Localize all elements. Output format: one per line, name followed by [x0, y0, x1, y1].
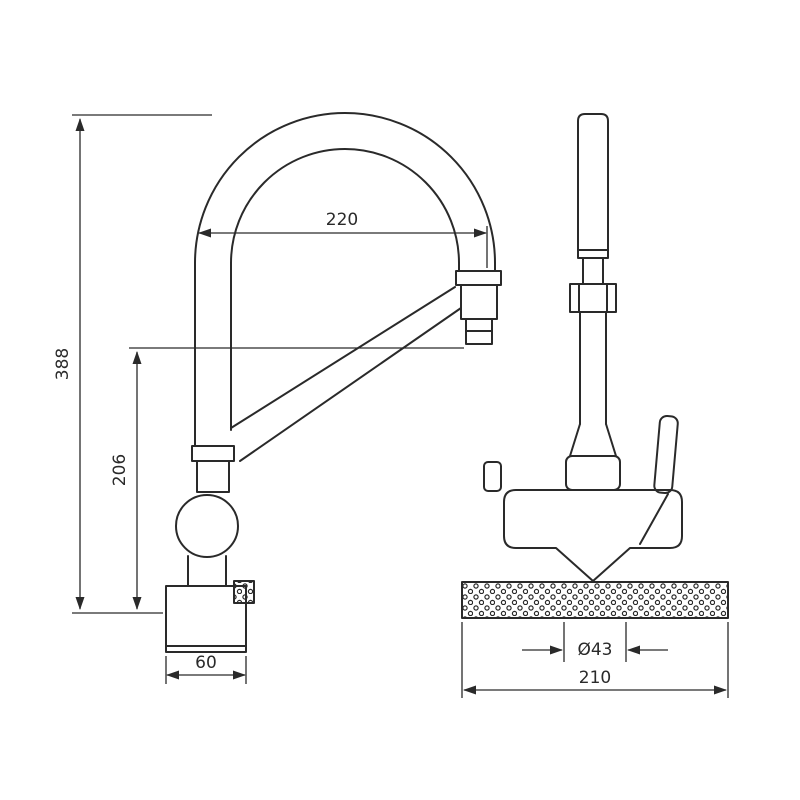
riser-pipe — [194, 262, 232, 447]
connector-nut — [569, 283, 617, 313]
side-view — [165, 112, 502, 653]
dim-label-base-width: 60 — [195, 653, 217, 673]
gooseneck-outer-arc — [194, 112, 496, 264]
dimension-labels: 220 388 206 60 Ø43 210 — [53, 210, 613, 688]
dim-label-spout-reach: 220 — [326, 210, 358, 230]
swivel-ring — [191, 445, 235, 462]
dim-label-mount-width: 210 — [579, 668, 611, 688]
dim-label-outlet-height: 206 — [110, 454, 130, 486]
main-body — [503, 489, 683, 582]
handle-joint-line — [639, 493, 669, 545]
gooseneck-inner-arc — [230, 148, 460, 264]
mounting-band — [461, 581, 729, 619]
pipe-neck — [582, 257, 604, 285]
control-knob — [483, 461, 502, 492]
dim-label-total-height: 388 — [53, 348, 73, 380]
knurled-knob — [233, 580, 255, 604]
upper-body-block — [565, 455, 621, 491]
base-body — [165, 585, 247, 653]
spout-pipe — [230, 286, 462, 462]
connector-nut-facets — [578, 283, 608, 313]
arc-outlet-join — [458, 262, 496, 272]
body-column — [196, 460, 230, 493]
dim-label-hole-diameter: Ø43 — [577, 640, 612, 660]
front-view — [461, 113, 729, 619]
outlet-body — [460, 284, 498, 320]
pipe-flare — [569, 423, 617, 457]
upper-pipe — [577, 113, 609, 259]
outlet-collar — [455, 270, 502, 286]
dimension-lines — [72, 114, 729, 698]
base-neck — [187, 555, 227, 587]
lower-pipe — [579, 311, 607, 425]
ball-joint — [175, 494, 239, 558]
handle-lever — [653, 414, 679, 495]
